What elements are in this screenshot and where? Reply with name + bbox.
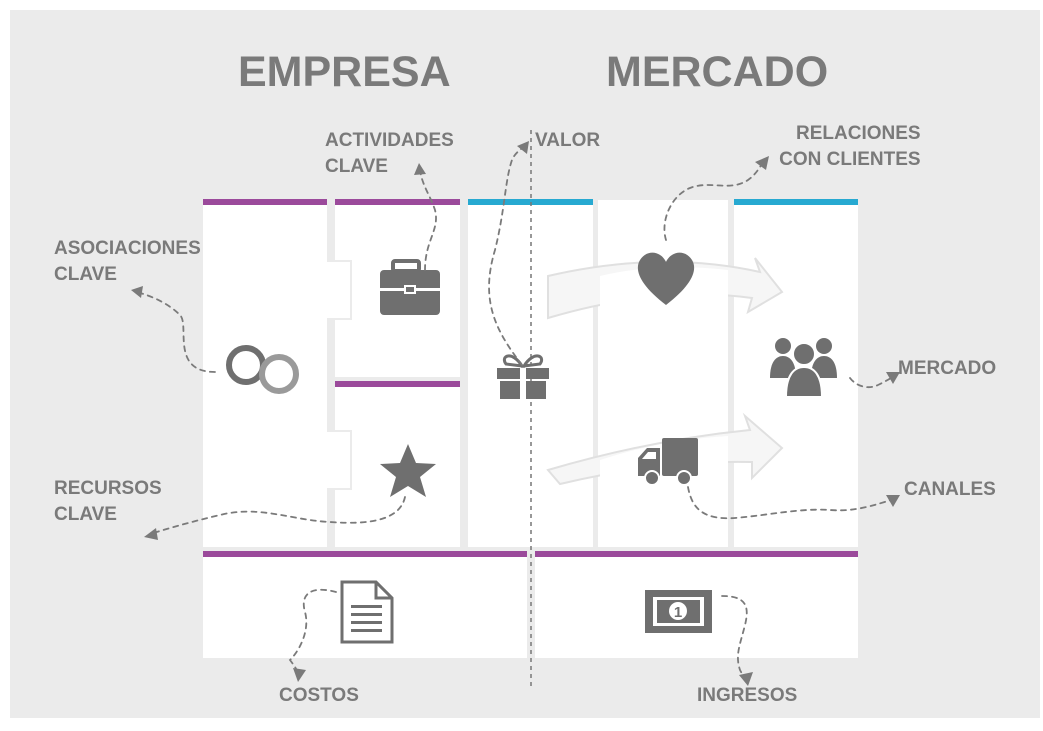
connector-arrowheads [131,141,900,686]
group-icon [770,338,837,398]
bar-ingresos [535,551,858,557]
svg-text:1: 1 [674,604,682,621]
bar-mercado [734,199,858,205]
label-costos: COSTOS [279,685,359,706]
heading-mercado: MERCADO [606,48,829,96]
briefcase-icon [380,259,440,315]
connector-mercado [849,375,895,389]
truck-icon [638,438,698,486]
connector-canales [687,486,895,520]
label-canales: CANALES [904,479,996,500]
connector-valor [488,145,526,366]
rings-icon [226,345,299,394]
bar-recursos [335,381,460,387]
document-icon [340,580,394,644]
heart-icon [637,252,695,305]
label-ingresos: INGRESOS [697,685,798,706]
heading-empresa: EMPRESA [238,48,451,96]
star-icon [380,444,436,497]
label-mercado: MERCADO [898,358,997,379]
puzzle-tabs [327,262,350,488]
block-relaciones-canales [598,200,728,547]
connector-ingresos [721,595,748,681]
banknote-icon: 1 [645,590,712,633]
bar-costos [203,551,527,557]
label-valor: VALOR [535,130,601,151]
connector-actividades [419,169,437,271]
gift-icon [497,354,549,400]
bar-actividades [335,199,460,205]
bar-asociaciones [203,199,327,205]
connector-asociaciones [136,291,216,373]
connector-relaciones [663,163,763,241]
connector-recursos [149,496,406,535]
